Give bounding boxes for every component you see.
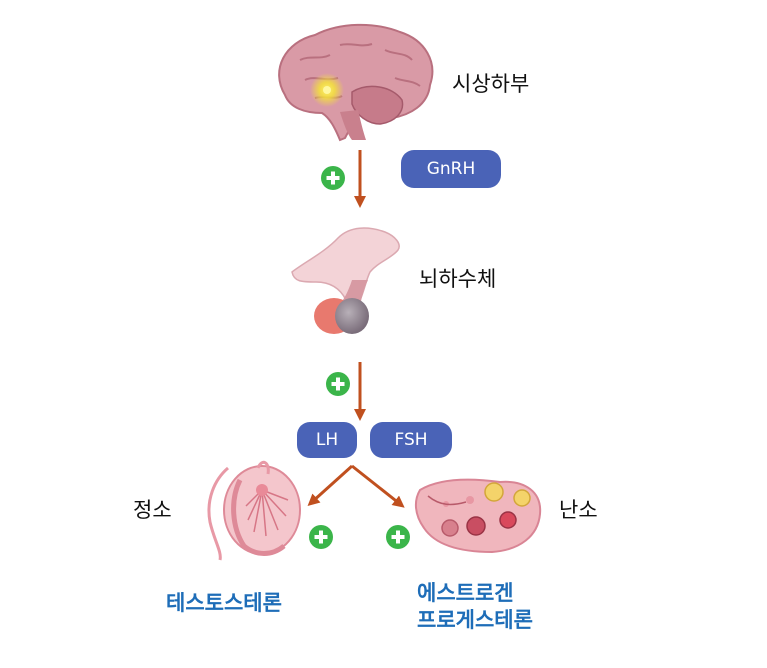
pituitary-label: 뇌하수체: [419, 267, 497, 291]
estrogen-label: 에스트로겐: [417, 581, 514, 605]
testis-icon: [207, 460, 301, 561]
hypothalamus-label: 시상하부: [452, 72, 530, 96]
gnrh-pill: GnRH: [401, 150, 501, 188]
plus-icon: [309, 525, 333, 549]
lh-pill: LH: [297, 422, 357, 458]
pituitary-gland-icon: [291, 227, 400, 334]
testosterone-label: 테스토스테론: [166, 591, 282, 615]
progesterone-label: 프로게스테론: [417, 608, 533, 632]
ovary-label: 난소: [559, 498, 598, 522]
arrow-to-testis: [307, 464, 354, 507]
plus-icon: [326, 372, 350, 396]
arrow-to-ovary: [351, 464, 405, 508]
plus-icon: [386, 525, 410, 549]
fsh-pill: FSH: [370, 422, 452, 458]
brain-icon: [278, 23, 434, 142]
testis-label: 정소: [133, 498, 172, 522]
plus-icon: [321, 166, 345, 190]
ovary-icon: [414, 478, 542, 554]
